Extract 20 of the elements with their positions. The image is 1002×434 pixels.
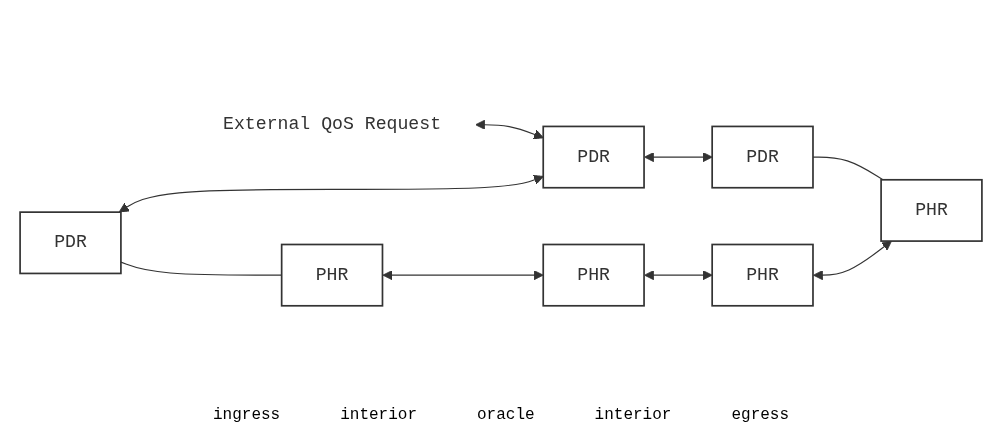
node-box: PDR	[711, 125, 814, 189]
role-label: interior	[340, 406, 417, 424]
role-label: interior	[594, 406, 672, 424]
arrow	[475, 119, 544, 140]
node-box: PDR	[542, 125, 645, 189]
node-box: PHR	[280, 243, 384, 307]
node-box: PDR	[19, 211, 122, 275]
role-label: ingress	[212, 406, 281, 424]
arrow	[382, 270, 544, 281]
role-label: egress	[731, 406, 790, 424]
arrow	[118, 175, 544, 213]
node-box: PHR	[542, 243, 645, 307]
arrow	[644, 152, 713, 163]
role-label: oracle	[477, 406, 535, 424]
node-box: PHR	[711, 243, 814, 307]
arrow	[813, 240, 892, 281]
arrow	[644, 270, 713, 281]
connector	[812, 156, 884, 181]
node-box: PHR	[880, 179, 983, 242]
node-text: External QoS Request	[223, 114, 442, 136]
